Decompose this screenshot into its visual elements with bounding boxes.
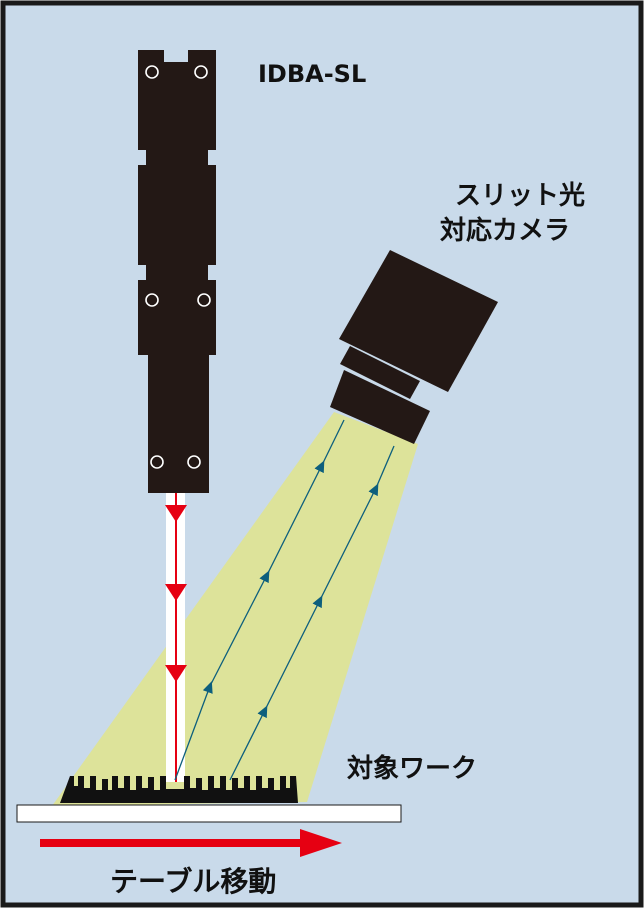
camera-field-of-view bbox=[52, 412, 418, 806]
camera-label-line1: スリット光 bbox=[455, 181, 586, 211]
slit-light-projector-icon bbox=[138, 50, 216, 493]
device-label: IDBA-SL bbox=[258, 60, 367, 88]
table bbox=[16, 804, 402, 823]
workpiece-label: 対象ワーク bbox=[347, 754, 478, 784]
camera-lens bbox=[330, 370, 430, 444]
camera-lens-collar bbox=[340, 346, 420, 399]
camera-icon bbox=[330, 250, 498, 444]
slit-light-beam bbox=[165, 492, 187, 782]
camera-body bbox=[339, 250, 498, 392]
device-mounting-holes bbox=[145, 65, 211, 469]
table-motion-label: テーブル移動 bbox=[110, 865, 277, 898]
camera-label-line2: 対応カメラ bbox=[440, 216, 571, 246]
device-body bbox=[138, 50, 216, 493]
reflected-rays bbox=[174, 419, 395, 781]
table-motion-arrow bbox=[40, 829, 342, 857]
comb-workpiece-icon bbox=[60, 776, 298, 803]
